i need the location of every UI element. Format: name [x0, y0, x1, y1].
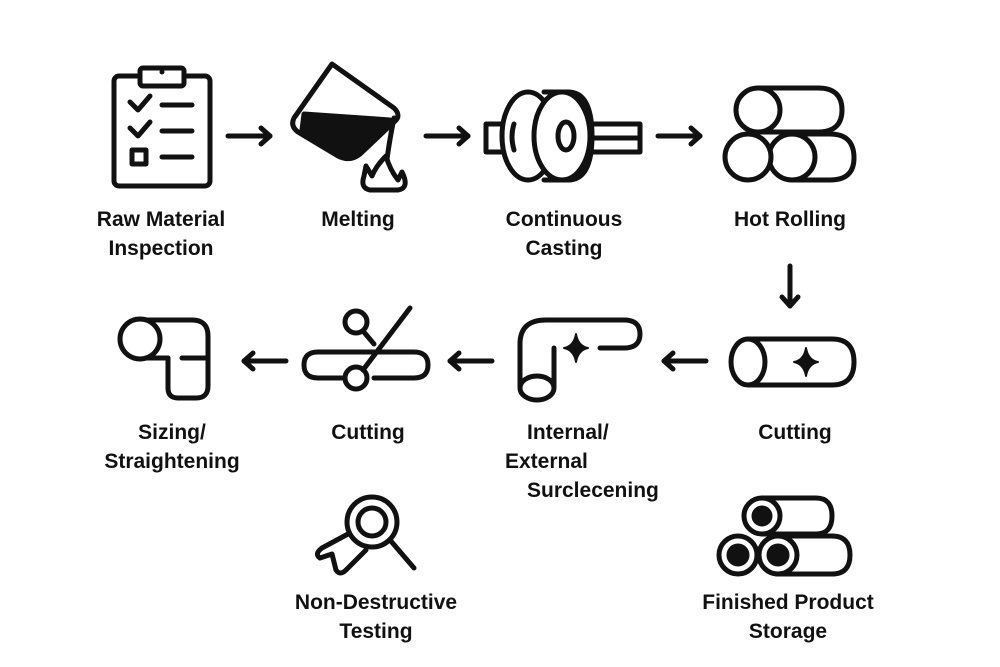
- pouring-crucible-flame-icon: [290, 58, 420, 193]
- step-label-sizing-straightening: Sizing/ Straightening: [104, 421, 240, 473]
- bent-pipe-icon: [117, 316, 212, 402]
- step-label-internal-external: Internal/ External Surclecening: [505, 421, 659, 502]
- arrow-left-icon: [240, 350, 289, 372]
- step-label-non-destructive-testing: Non-Destructive Testing: [294, 591, 458, 643]
- step-label-cutting-1: Cutting: [758, 421, 832, 444]
- step-label-melting: Melting: [321, 208, 395, 231]
- elbow-pipe-sparkle-icon: [516, 316, 643, 403]
- clipboard-checklist-icon: [110, 62, 214, 190]
- pipe-scissors-icon: [301, 304, 434, 394]
- stacked-pipes-icon: [716, 494, 856, 578]
- magnifier-ribbon-icon: [310, 494, 422, 578]
- casting-roller-icon: [483, 88, 644, 184]
- arrow-left-icon: [660, 350, 709, 372]
- arrow-right-icon: [655, 125, 704, 147]
- step-label-raw-material-inspection: Raw Material Inspection: [96, 208, 226, 260]
- step-label-finished-product-storage: Finished Product Storage: [702, 591, 874, 643]
- arrow-left-icon: [446, 350, 495, 372]
- step-label-hot-rolling: Hot Rolling: [734, 208, 846, 231]
- arrow-right-icon: [225, 125, 274, 147]
- arrow-down-icon: [779, 263, 801, 310]
- step-label-cutting-2: Cutting: [331, 421, 405, 444]
- arrow-right-icon: [423, 125, 472, 147]
- step-label-continuous-casting: Continuous Casting: [505, 208, 623, 260]
- cylinder-sparkle-icon: [728, 336, 858, 388]
- stacked-cylinders-icon: [722, 84, 858, 184]
